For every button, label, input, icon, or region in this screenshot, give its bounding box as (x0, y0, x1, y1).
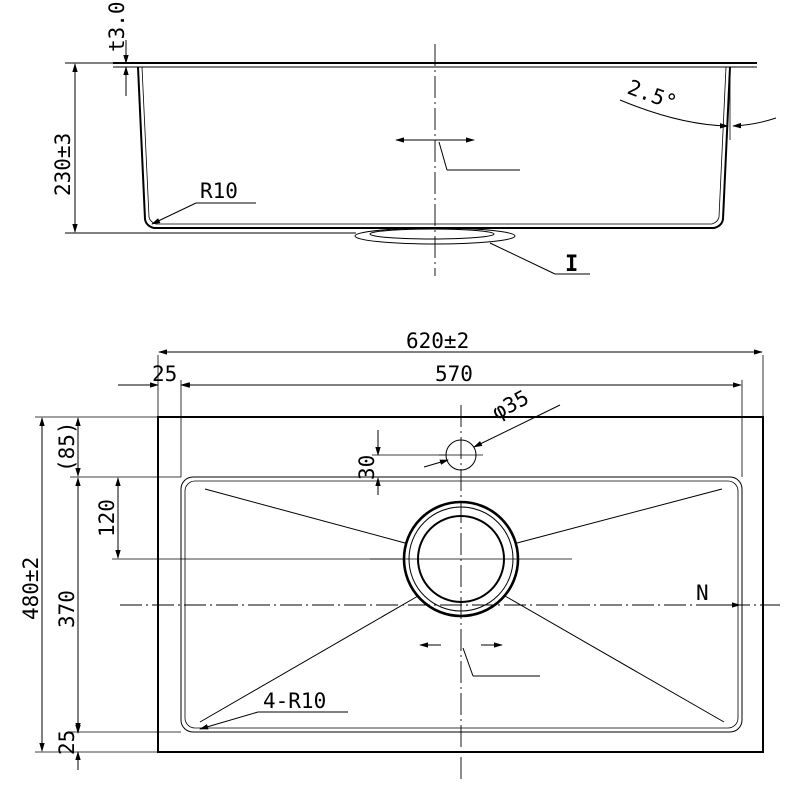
slope-line-top-left (204, 488, 406, 544)
angle-label: 2.5° (624, 75, 680, 115)
top-view: N 620±2 25 570 φ35 30 (19, 329, 780, 780)
detail-label: I (565, 252, 578, 277)
inner-width-label: 570 (435, 362, 473, 386)
inner-depth-label: 370 (55, 590, 79, 628)
hole-diameter-leader (473, 404, 561, 448)
bottom-margin-label: 25 (55, 730, 79, 755)
drain-outlet-inner (369, 228, 495, 240)
radius-leader (151, 202, 197, 225)
slope-line-bottom-right (504, 595, 725, 723)
bowl-profile-inner (141, 66, 727, 225)
outer-flange-rect (157, 416, 764, 753)
overall-width-label: 620±2 (406, 329, 469, 353)
corner-radius-label: 4-R10 (263, 689, 326, 713)
hole-offset-label: 30 (355, 455, 379, 480)
radius-label: R10 (200, 179, 238, 203)
corner-radius-leader (199, 711, 259, 730)
detail-leader (489, 242, 556, 275)
inner-bowl-rect (180, 476, 743, 733)
slope-line-top-right (516, 488, 723, 544)
angle-arc-right (732, 117, 777, 129)
thickness-label: t3.0 (105, 1, 129, 52)
top-margin-label: (85) (55, 421, 79, 472)
section-n-label: N (696, 581, 709, 605)
overall-depth-label: 480±2 (19, 557, 43, 620)
drain-offset-label: 120 (95, 499, 119, 537)
slope-line-bottom-left (199, 595, 419, 723)
hole-diameter-leader-inner (423, 459, 449, 468)
hole-diameter-label: φ35 (488, 385, 533, 424)
side-view: t3.0 230±3 2.5° R10 I (51, 1, 777, 277)
depth-label: 230±3 (51, 133, 75, 196)
flange-offset-label: 25 (152, 362, 177, 386)
angle-arc (619, 99, 729, 129)
